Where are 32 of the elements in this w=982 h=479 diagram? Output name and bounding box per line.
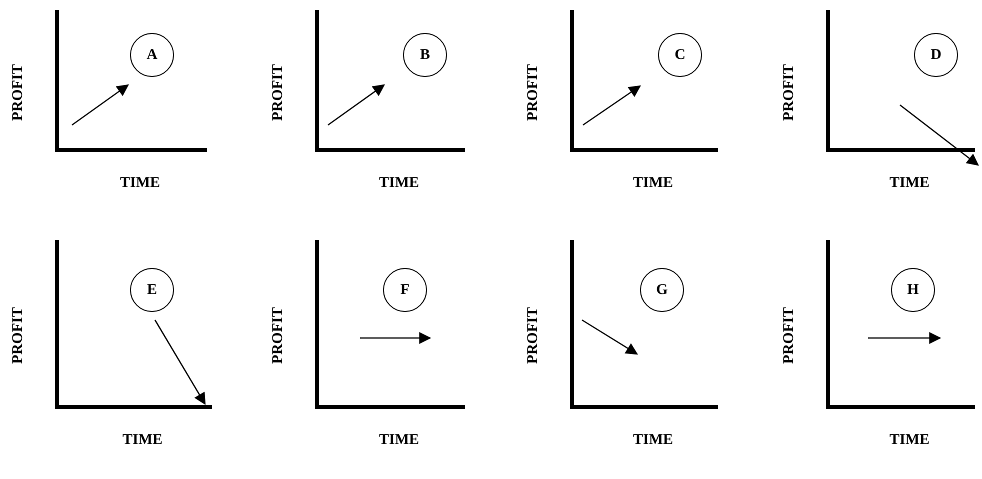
letter-circle (658, 33, 702, 77)
circle-letter: E (146, 282, 157, 298)
circle-letter: C (674, 46, 686, 64)
circle-letter: A (146, 46, 158, 64)
y-axis-label: PROFIT (270, 64, 286, 120)
circle-letter: G (656, 282, 668, 298)
letter-circle (891, 268, 935, 312)
x-axis-label: TIME (890, 176, 930, 190)
y-axis-label: PROFIT (525, 307, 540, 364)
y-axis-label: PROFIT (781, 64, 796, 120)
letter-circle (130, 268, 174, 312)
circle-letter: B (420, 46, 430, 64)
letter-circle (914, 33, 958, 77)
x-axis-label: TIME (633, 176, 674, 190)
x-axis-label: TIME (379, 432, 420, 448)
x-axis-label: TIME (379, 176, 420, 190)
x-axis-label: TIME (633, 432, 674, 448)
x-axis-label: TIME (122, 432, 163, 448)
y-axis-label: PROFIT (10, 64, 26, 120)
letter-circle (383, 268, 427, 312)
circle-letter: H (907, 282, 919, 298)
circle-letter: F (400, 282, 410, 298)
y-axis-label: PROFIT (270, 307, 286, 364)
letter-circle (130, 33, 174, 77)
y-axis-label: PROFIT (10, 307, 26, 364)
y-axis-label: PROFIT (781, 307, 796, 364)
y-axis-label: PROFIT (525, 64, 540, 120)
letter-circle (640, 268, 684, 312)
x-axis-label: TIME (890, 432, 930, 448)
x-axis-label: TIME (120, 176, 160, 190)
letter-circle (403, 33, 447, 77)
circle-letter: D (930, 46, 942, 64)
